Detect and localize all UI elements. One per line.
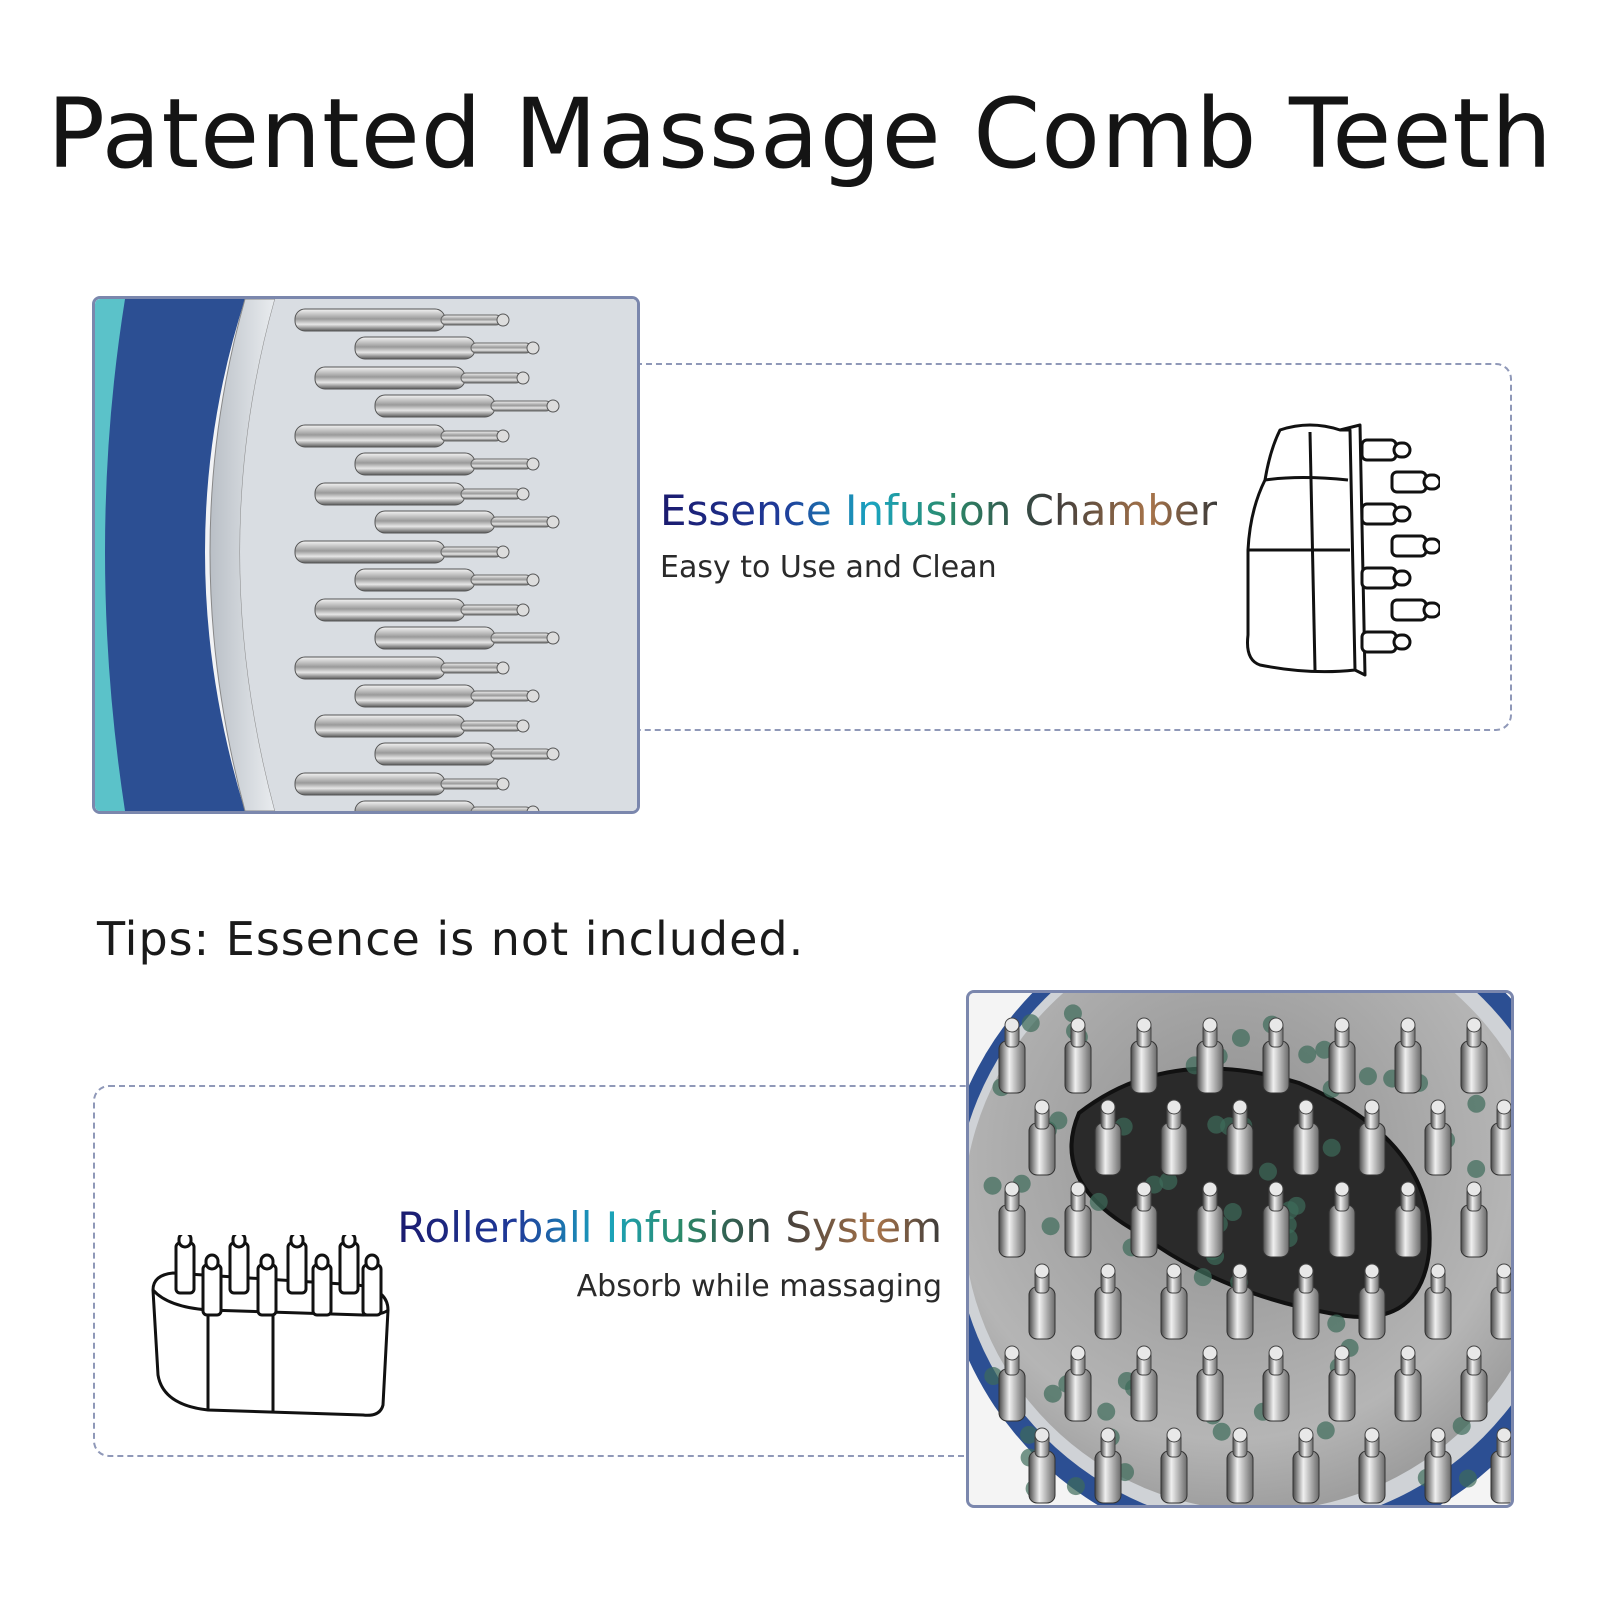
feature-top-subtitle: Easy to Use and Clean (660, 550, 997, 585)
rollerball-system-sketch (151, 1235, 390, 1417)
tips-note: Tips: Essence is not included. (97, 912, 805, 966)
feature-bottom-dashed-panel (93, 1085, 967, 1457)
page-title: Patented Massage Comb Teeth (47, 78, 1553, 190)
comb-teeth-top-photo (966, 990, 1514, 1508)
feature-top-title: Essence Infusion Chamber (660, 486, 1218, 535)
comb-teeth-side-photo (92, 296, 640, 814)
feature-bottom-title: Rollerball Infusion System (397, 1203, 942, 1252)
infusion-chamber-sketch (1246, 423, 1440, 677)
feature-top-dashed-panel (636, 363, 1512, 731)
feature-bottom-subtitle: Absorb while massaging (576, 1269, 942, 1304)
